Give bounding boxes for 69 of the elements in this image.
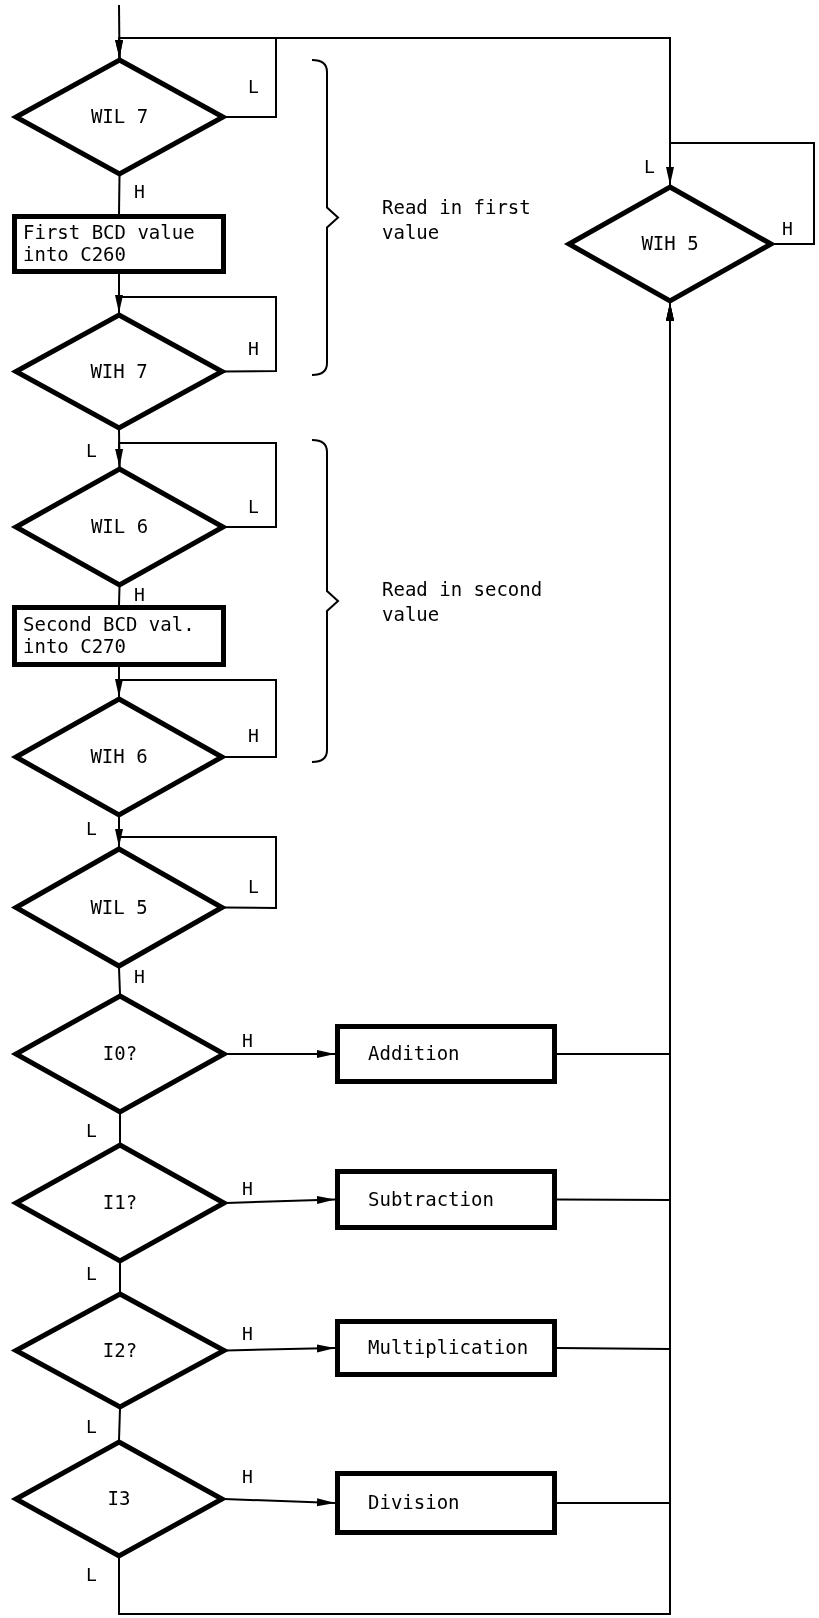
decision-diamond — [14, 697, 224, 817]
decision-label: WIL 5 — [90, 896, 148, 919]
decision-diamond — [14, 313, 224, 430]
edge-label: L — [84, 820, 99, 838]
decision-diamond — [14, 1292, 226, 1409]
edge-label: H — [246, 340, 261, 358]
edge-label: H — [240, 1032, 255, 1050]
edge-label: L — [84, 1122, 99, 1140]
process-label: Division — [368, 1492, 460, 1514]
process-label: Second BCD val. into C270 — [23, 614, 196, 658]
process-box — [335, 1319, 557, 1377]
decision-label: WIL 7 — [90, 106, 149, 128]
arrow — [225, 1050, 336, 1058]
decision-diamond — [14, 467, 225, 587]
process-box — [335, 1169, 557, 1230]
edge-label: H — [132, 183, 147, 201]
edge-label: H — [132, 586, 147, 604]
connector-line — [118, 967, 121, 995]
decision-label: WIH 6 — [90, 746, 148, 768]
decision-label: I1? — [102, 1192, 138, 1214]
section-note: Read in first value — [382, 195, 532, 245]
process-box — [12, 214, 226, 274]
connector-line — [119, 1262, 121, 1293]
decision-label: I3 — [107, 1488, 131, 1510]
edge-label: H — [780, 220, 795, 238]
process-box — [12, 605, 226, 667]
arrow — [115, 679, 277, 758]
edge-label: L — [246, 878, 261, 896]
edge-label: H — [240, 1180, 255, 1198]
arrow — [666, 142, 815, 245]
arrow — [225, 1196, 336, 1205]
section-note: Read in second value — [382, 577, 544, 627]
arrow — [223, 1498, 336, 1507]
edge-label: L — [84, 1418, 99, 1436]
arrow — [225, 1344, 336, 1353]
decision-label: WIH 7 — [90, 360, 148, 383]
connector-line — [118, 175, 121, 215]
decision-label: I2? — [102, 1339, 138, 1362]
connector-line — [118, 1408, 121, 1441]
decision-diamond — [14, 58, 225, 176]
edge-label: L — [246, 78, 261, 96]
connector-line — [118, 586, 121, 606]
edge-label: H — [240, 1325, 255, 1343]
process-box — [335, 1024, 557, 1084]
decision-diamond — [14, 1143, 226, 1263]
decision-diamond — [567, 185, 773, 303]
edge-label: L — [84, 442, 99, 460]
process-label: Multiplication — [368, 1337, 529, 1359]
edge-label: H — [246, 727, 261, 745]
process-label: Addition — [368, 1043, 460, 1065]
edge-label: H — [132, 968, 147, 986]
arrow — [115, 829, 277, 909]
connector-line — [119, 1113, 121, 1144]
process-label: Subtraction — [368, 1188, 494, 1211]
edge-label: H — [240, 1468, 255, 1486]
edge-label: L — [84, 1566, 99, 1584]
decision-label: WIH 5 — [641, 233, 699, 255]
decision-label: WIL 6 — [90, 516, 149, 538]
decision-diamond — [14, 1440, 224, 1558]
arrow — [115, 295, 277, 373]
edge-label: L — [642, 158, 657, 176]
decision-label: I0? — [102, 1043, 138, 1065]
decision-diamond — [14, 994, 226, 1114]
process-label: First BCD value into C260 — [23, 222, 196, 266]
edge-label: L — [84, 1265, 99, 1283]
arrow — [115, 442, 277, 528]
decision-diamond — [14, 847, 224, 968]
process-box — [335, 1471, 557, 1535]
edge-label: L — [246, 498, 261, 516]
